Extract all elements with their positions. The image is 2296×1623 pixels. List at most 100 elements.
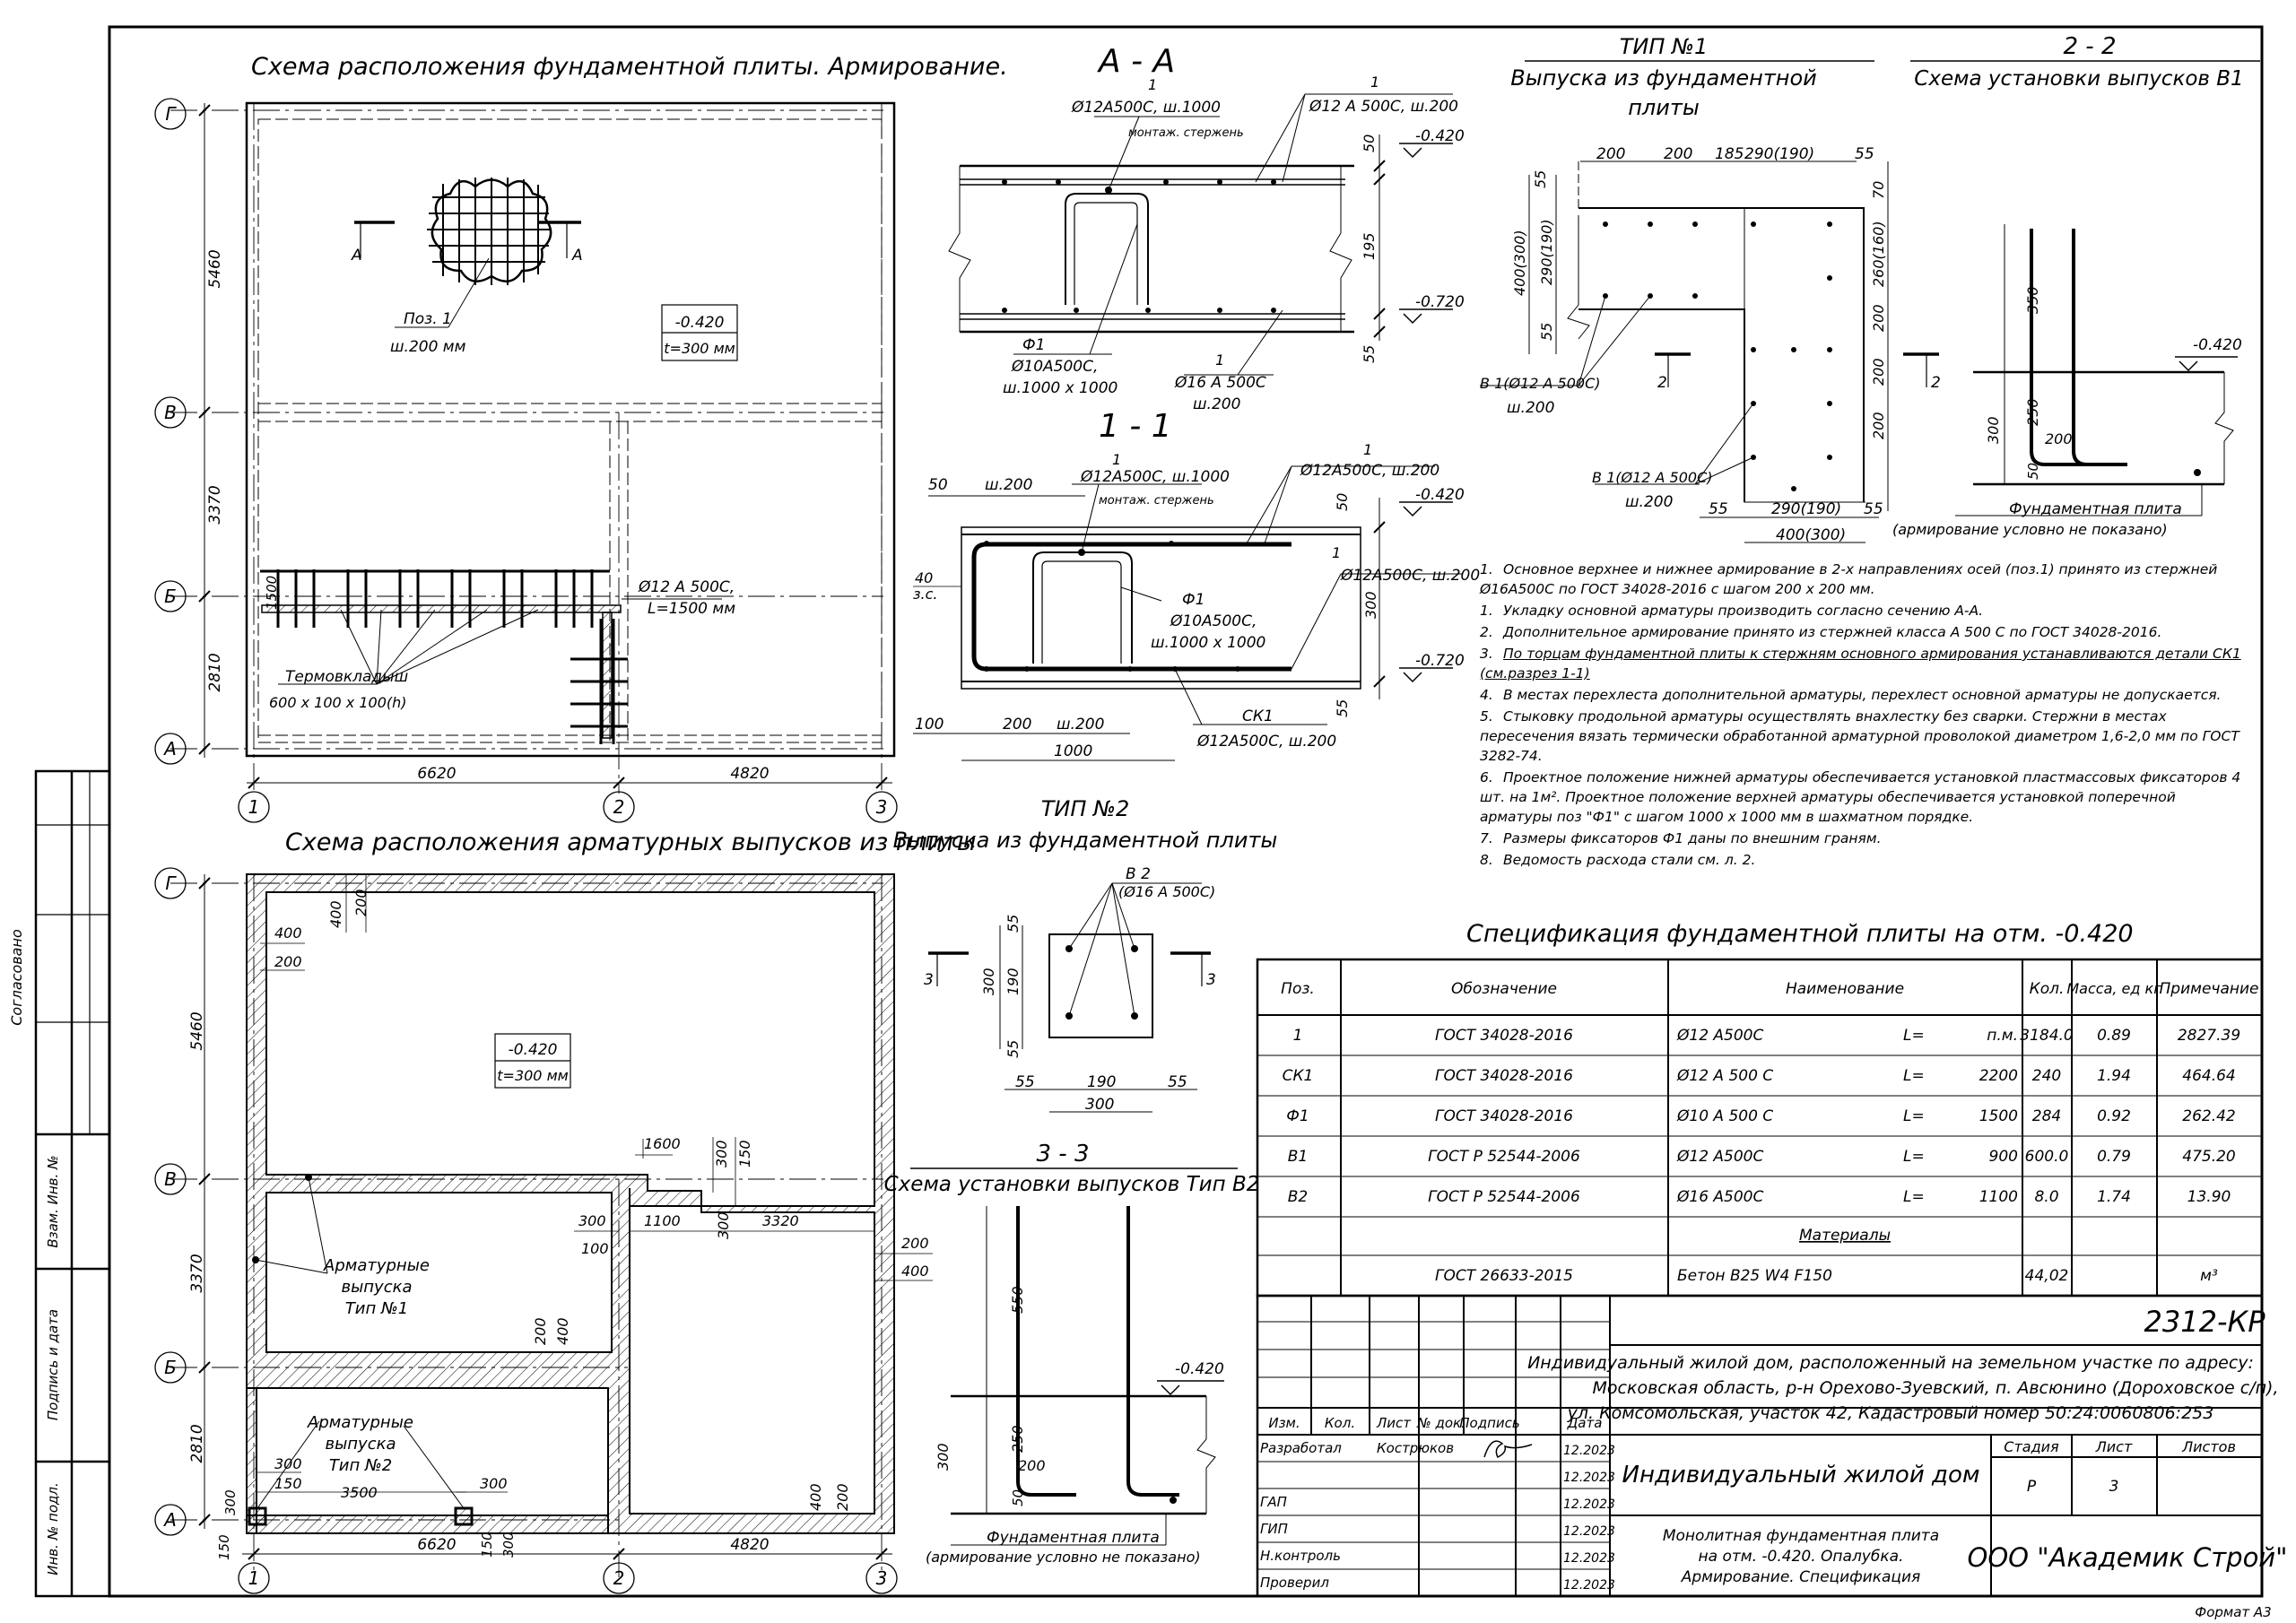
section-mark-left: А (351, 247, 362, 265)
d2-150-i: 150 (479, 1532, 495, 1558)
d2-200-e: 200 (834, 1483, 851, 1511)
note-text: Проектное положение нижней арматуры обес… (1480, 769, 2241, 825)
axis-B-2: Б (164, 1357, 177, 1378)
spec-cell-desig: ГОСТ Р 52544-2006 (1428, 1188, 1580, 1206)
note-item: 4.В местах перехлеста дополнительной арм… (1480, 685, 2251, 705)
type2-b2-bar: (Ø16 А 500С) (1118, 883, 1215, 900)
sec11-zs: з.с. (913, 586, 937, 603)
spec-cell-len: 1100 (1979, 1188, 2018, 1206)
sec11-d300: 300 (1362, 591, 1379, 619)
stamp-sheets-h: Листов (2181, 1438, 2236, 1455)
spec-cell-len: 2200 (1979, 1067, 2018, 1085)
plan1-title: Схема расположения фундаментной плиты. А… (251, 53, 1008, 81)
plan2-level: -0.420 (509, 1041, 558, 1059)
sec22-lev: -0.420 (2193, 336, 2242, 354)
side-stamp: Согласовано Взам. Инв. № Подпись и дата … (8, 769, 111, 1598)
spec-cell-desig: ГОСТ 34028-2016 (1435, 1027, 1573, 1045)
spec-cell-lbl: L= (1903, 1188, 1925, 1206)
sec11-d200c: ш.200 (1057, 716, 1104, 733)
spec-cell-lbl: L= (1903, 1027, 1925, 1045)
rebar-label: Ø12 А 500С, (638, 578, 735, 596)
type1-title3: плиты (1628, 95, 1700, 120)
sec11-d200b: 200 (1003, 716, 1031, 733)
type2-outlets: ТИП №2 Выпуска из фундаментной плиты В 2… (893, 796, 1278, 1114)
vyp2-l1: Арматурные (307, 1413, 413, 1432)
sec11-d100: 100 (915, 716, 944, 733)
stamp-col-3: № док. (1416, 1415, 1465, 1431)
vyp1-l3: Тип №1 (345, 1299, 408, 1318)
termo-size: 600 x 100 x 100(h) (269, 694, 407, 711)
t1-bot-0: 55 (1709, 500, 1728, 518)
rebar-length: L=1500 мм (648, 600, 735, 618)
note-item: 6.Проектное положение нижней арматуры об… (1480, 768, 2251, 827)
note-number: 2. (1480, 624, 1493, 640)
note-number: 3. (1480, 646, 1493, 662)
d2-400-c: 400 (901, 1263, 929, 1280)
sec22-plate1: Фундаментная плита (2009, 500, 2182, 518)
t2-d55d: 55 (1168, 1073, 1187, 1091)
note-text: По торцам фундаментной плиты к стержням … (1480, 646, 2241, 681)
spec-cell-note: 13.90 (2187, 1188, 2231, 1206)
spec-mat-desig: ГОСТ 26633-2015 (1435, 1267, 1573, 1285)
d2-200-a: 200 (274, 953, 302, 970)
t1-bot-1: 290(190) (1771, 500, 1841, 518)
secAA-lev-top: -0.420 (1415, 127, 1465, 145)
axis-G-2: Г (165, 872, 177, 894)
d2-200-b: 200 (352, 889, 370, 916)
t2-d190h: 190 (1087, 1073, 1116, 1091)
d2-400-b: 400 (327, 900, 344, 928)
secAA-d50: 50 (1361, 135, 1378, 152)
note-text: В местах перехлеста дополнительной армат… (1503, 687, 2222, 703)
type2-title1: ТИП №2 (1041, 796, 1130, 821)
side-agreed: Согласовано (8, 929, 25, 1026)
axis-1-1: 1 (248, 796, 260, 818)
secAA-bot-bar: Ø16 А 500С (1174, 374, 1266, 392)
spec-table: Спецификация фундаментной плиты на отм. … (1256, 920, 2264, 1298)
note-text: Укладку основной арматуры производить со… (1503, 603, 1984, 619)
plan2-axes: Г В Б А 5460 3370 2810 6620 4820 1 2 3 (154, 867, 898, 1594)
spec-cell-pos: Ф1 (1286, 1107, 1309, 1125)
stamp-desc3: Армирование. Спецификация (1681, 1568, 1921, 1586)
t1-top-1: 200 (1664, 145, 1692, 163)
plan1-axes: Г В Б А 5460 3370 2810 6620 4820 1 2 3 (154, 98, 898, 823)
axis-1-2: 1 (248, 1567, 260, 1589)
note-item: 8.Ведомость расхода стали см. л. 2. (1480, 850, 2251, 870)
axis-3-1: 3 (876, 796, 888, 818)
d2-300-a: 300 (713, 1140, 730, 1167)
section-3-3: 3 - 3 Схема установки выпусков Тип В2 55… (884, 1141, 1260, 1566)
sec11-ck-bar: Ø12А500С, ш.200 (1196, 733, 1336, 751)
secAA-title: А - А (1097, 43, 1175, 80)
t2-d55a: 55 (1004, 915, 1022, 933)
t1-top-4: 55 (1855, 145, 1874, 163)
secAA-phi-step: ш.1000 x 1000 (1003, 379, 1118, 397)
type1-title1: ТИП №1 (1620, 34, 1709, 59)
t2-d300v: 300 (980, 968, 997, 995)
sec33-plate1: Фундаментная плита (987, 1529, 1160, 1547)
stamp-col-5: Дата (1567, 1415, 1603, 1431)
t1-d200a: 200 (1870, 304, 1887, 332)
t1-d400-300: 400(300) (1511, 230, 1528, 296)
secAA-l1-b: 1 (1370, 74, 1379, 91)
note-number: 5. (1480, 708, 1493, 725)
section-A-A: А - А 1 Ø12А500С, ш.1000 монтаж. стержен… (948, 43, 1465, 413)
t1-cut-right: 2 (1931, 374, 1941, 392)
sec33-d250: 250 (1009, 1425, 1026, 1453)
d2-1100: 1100 (644, 1212, 681, 1229)
t2-cut-left: 3 (924, 971, 934, 989)
d2-200-d: 200 (532, 1317, 549, 1345)
axis-G-1: Г (165, 103, 177, 125)
spec-title: Спецификация фундаментной плиты на отм. … (1466, 920, 2134, 948)
axis-A-1: А (162, 738, 177, 759)
side-inv-zam: Взам. Инв. № (45, 1155, 61, 1247)
note-text: Стыковку продольной арматуры осуществлят… (1480, 708, 2239, 764)
sec11-phi: Ф1 (1182, 591, 1205, 609)
spec-cell-len: 1500 (1979, 1107, 2018, 1125)
sec11-d1000: 1000 (1054, 742, 1092, 760)
axis-V-1: В (164, 402, 177, 423)
dim-row-2810-1: 2810 (206, 653, 224, 691)
t1-d70: 70 (1870, 181, 1887, 199)
plan1-level: -0.420 (675, 314, 725, 332)
t1-cut-left: 2 (1657, 374, 1667, 392)
stamp-role-2: ГИП (1260, 1521, 1288, 1537)
t1-top-2: 185 (1715, 145, 1744, 163)
